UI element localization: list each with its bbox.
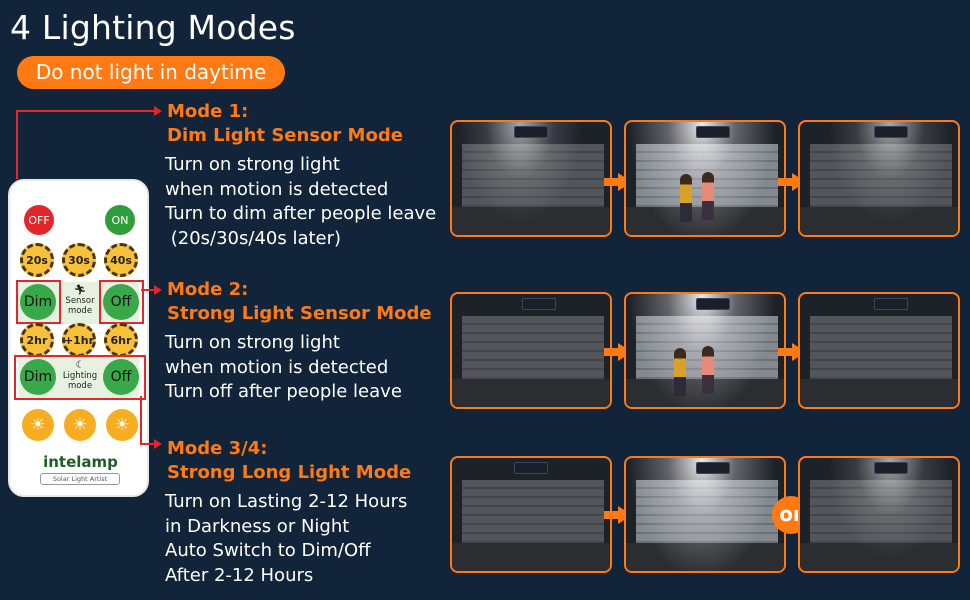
- mode1-desc-line4: (20s/30s/40s later): [165, 227, 342, 249]
- lighting-mode-label-line2: mode: [67, 381, 93, 391]
- remote-control: OFF ON 20s 30s 40s Dim 🏃︎ Sensor mode Of…: [8, 179, 149, 497]
- connector-mode1-horizontal: [16, 110, 156, 112]
- solar-lamp: [874, 126, 908, 138]
- lighting-dim-button[interactable]: Dim: [20, 359, 56, 395]
- timer-2hr-button[interactable]: 2hr: [20, 323, 54, 357]
- child-figure: [680, 174, 692, 222]
- mode3-desc-line3: Auto Switch to Dim/Off: [165, 540, 371, 561]
- mode1-photo-dim: [450, 120, 612, 237]
- sensor-off-highlight: [99, 280, 144, 324]
- light-glow: [810, 122, 958, 235]
- mode1-heading: Mode 1: Dim Light Sensor Mode: [167, 100, 403, 148]
- brightness-high-button[interactable]: ☀: [106, 409, 138, 441]
- brand-logo: intelamp: [43, 453, 118, 471]
- mode3-heading: Mode 3/4: Strong Long Light Mode: [167, 437, 411, 485]
- sensor-mode-label-line2: mode: [67, 306, 93, 316]
- remote-off-button[interactable]: OFF: [24, 205, 54, 235]
- mode3-photo-dark: [450, 456, 612, 573]
- sun-medium-icon: ☀: [72, 415, 88, 435]
- remote-on-button[interactable]: ON: [105, 205, 135, 235]
- solar-lamp: [522, 298, 556, 310]
- mode3-heading-line2: Strong Long Light Mode: [167, 462, 412, 483]
- driveway: [452, 543, 610, 571]
- mode2-photo-off-after: [798, 292, 960, 409]
- sensor-mode-label-line1: Sensor: [65, 296, 95, 306]
- light-glow: [810, 458, 958, 571]
- lighting-mode-highlight: [14, 355, 146, 400]
- child-figure: [702, 172, 714, 220]
- brightness-low-button[interactable]: ☀: [22, 409, 54, 441]
- connector-mode1-vertical: [16, 110, 18, 179]
- mode2-photo-motion: [624, 292, 786, 409]
- garage-door: [462, 480, 604, 544]
- mode2-heading-line2: Strong Light Sensor Mode: [167, 303, 432, 324]
- mode3-description: Turn on Lasting 2-12 Hours in Darkness o…: [165, 490, 407, 588]
- mode2-description: Turn on strong light when motion is dete…: [165, 331, 402, 405]
- mode3-desc-line1: Turn on Lasting 2-12 Hours: [165, 491, 408, 512]
- page-title: 4 Lighting Modes: [10, 8, 296, 47]
- mode3-photo-dim-or-off: [798, 456, 960, 573]
- mode1-photo-dim-after: [798, 120, 960, 237]
- solar-lamp: [514, 126, 548, 138]
- mode1-heading-line1: Mode 1:: [167, 101, 249, 122]
- driveway: [452, 379, 610, 407]
- mode1-desc-line2: when motion is detected: [165, 178, 389, 200]
- mode2-heading: Mode 2: Strong Light Sensor Mode: [167, 278, 432, 326]
- mode1-desc-line3: Turn to dim after people leave: [165, 203, 437, 224]
- lighting-mode-label-line1: Lighting: [62, 371, 98, 381]
- moon-icon: ☾: [75, 360, 85, 371]
- mode2-desc-line3: Turn off after people leave: [165, 381, 402, 402]
- driveway: [800, 379, 958, 407]
- sensor-dim-highlight: [16, 280, 61, 324]
- mode1-heading-line2: Dim Light Sensor Mode: [167, 125, 403, 146]
- mode2-desc-line2: when motion is detected: [165, 356, 389, 378]
- timer-plus1hr-button[interactable]: +1hr: [62, 323, 96, 357]
- mode1-description: Turn on strong light when motion is dete…: [165, 153, 436, 251]
- brightness-mid-button[interactable]: ☀: [64, 409, 96, 441]
- mode2-heading-line1: Mode 2:: [167, 279, 249, 300]
- solar-lamp: [514, 462, 548, 474]
- lighting-mode-label: ☾ Lighting mode: [56, 360, 104, 392]
- connector-mode2-arrowhead: [154, 285, 162, 295]
- mode2-desc-line1: Turn on strong light: [165, 332, 340, 353]
- timer-40s-button[interactable]: 40s: [104, 243, 138, 277]
- mode3-photo-bright: [624, 456, 786, 573]
- connector-mode3-horizontal: [140, 443, 156, 445]
- solar-lamp: [874, 462, 908, 474]
- child-figure: [702, 346, 714, 394]
- connector-mode2-horizontal: [141, 289, 156, 291]
- connector-mode3-vertical: [140, 396, 142, 444]
- sensor-dim-button[interactable]: Dim: [20, 284, 56, 320]
- sensor-off-button[interactable]: Off: [103, 284, 139, 320]
- connector-mode3-arrowhead: [154, 439, 162, 449]
- garage-door: [462, 316, 604, 380]
- motion-icon: 🏃︎: [73, 285, 87, 296]
- timer-30s-button[interactable]: 30s: [62, 243, 96, 277]
- mode3-heading-line1: Mode 3/4:: [167, 438, 268, 459]
- mode1-desc-line1: Turn on strong light: [165, 154, 340, 175]
- mode2-photo-off: [450, 292, 612, 409]
- connector-mode1-arrowhead: [154, 106, 162, 116]
- timer-6hr-button[interactable]: 6hr: [104, 323, 138, 357]
- solar-lamp: [874, 298, 908, 310]
- solar-lamp: [696, 126, 730, 138]
- mode3-desc-line2: in Darkness or Night: [165, 515, 350, 537]
- daytime-warning-badge: Do not light in daytime: [17, 56, 285, 89]
- garage-door: [810, 316, 952, 380]
- sensor-mode-label: 🏃︎ Sensor mode: [58, 285, 102, 317]
- sun-large-icon: ☀: [114, 415, 130, 435]
- solar-lamp: [696, 462, 730, 474]
- mode3-desc-line4: After 2-12 Hours: [165, 564, 314, 586]
- timer-20s-button[interactable]: 20s: [20, 243, 54, 277]
- sun-small-icon: ☀: [30, 415, 46, 435]
- child-figure: [674, 348, 686, 396]
- light-glow: [452, 122, 600, 235]
- lighting-off-button[interactable]: Off: [103, 359, 139, 395]
- solar-lamp: [696, 298, 730, 310]
- brand-tagline: Solar Light Artist: [40, 473, 120, 485]
- light-glow: [626, 458, 782, 571]
- mode1-photo-motion: [624, 120, 786, 237]
